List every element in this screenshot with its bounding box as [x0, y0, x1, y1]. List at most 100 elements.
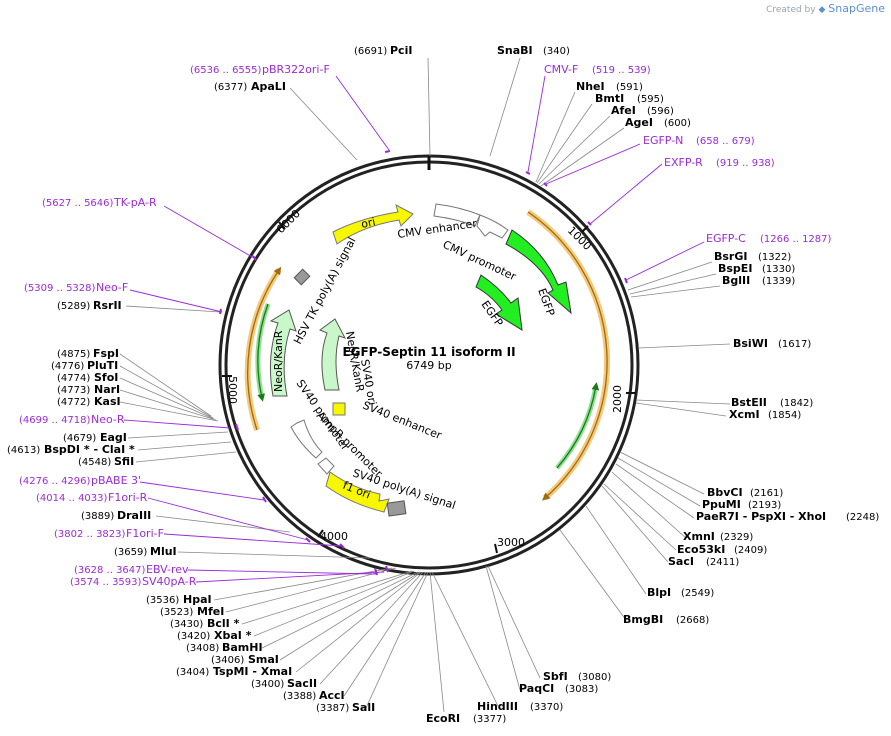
enzyme-mlui[interactable]: MluI [150, 545, 177, 558]
leader-mfei [225, 567, 397, 613]
leader-smai [279, 571, 421, 661]
orf-green-right-line [556, 382, 600, 469]
enzyme-pos-draiii: (3889) [81, 511, 114, 522]
enzyme-bcli[interactable]: BclI * [207, 617, 240, 630]
primer-neo-r[interactable]: Neo-R [91, 413, 125, 426]
enzyme-bmgbi[interactable]: BmgBI [623, 613, 663, 626]
enzyme-bsiwi[interactable]: BsiWI [733, 337, 768, 350]
enzyme-pos-bmgbi: (2668) [676, 615, 709, 626]
enzyme-paer7i-pspxi-xhoi[interactable]: PaeR7I - PspXI - XhoI [696, 510, 826, 523]
enzyme-paqci[interactable]: PaqCI [519, 682, 554, 695]
enzyme-apali[interactable]: ApaLI [251, 80, 286, 93]
enzyme-pos-hpai: (3536) [146, 595, 179, 606]
enzyme-xbai[interactable]: XbaI * [214, 629, 252, 642]
enzyme-eco53ki[interactable]: Eco53kI [677, 543, 725, 556]
enzyme-pos-ecori: (3377) [473, 714, 506, 725]
enzyme-draiii[interactable]: DraIII [117, 509, 151, 522]
primer-ebv-rev[interactable]: EBV-rev [146, 563, 189, 576]
enzyme-smai[interactable]: SmaI [248, 653, 279, 666]
enzyme-acci[interactable]: AccI [319, 689, 345, 702]
primer-neo-f[interactable]: Neo-F [96, 281, 128, 294]
tick-label-5000: 5000 [226, 376, 239, 404]
primer-pbr322ori-f[interactable]: pBR322ori-F [262, 63, 330, 76]
primer-f1ori-f[interactable]: F1ori-F [126, 527, 164, 540]
primer-sv40pa-r[interactable]: SV40pA-R [142, 575, 197, 588]
primer-pos-egfp-c: (1266 .. 1287) [760, 234, 832, 245]
enzyme-rsrii[interactable]: RsrII [93, 299, 122, 312]
enzyme-ecori[interactable]: EcoRI [426, 712, 460, 725]
leader-fspi [119, 353, 212, 417]
orf-green-right [555, 385, 599, 470]
enzyme-pos-mfei: (3523) [160, 607, 193, 618]
enzyme-nhei[interactable]: NheI [576, 80, 605, 93]
leader-xbai [253, 570, 415, 637]
enzyme-xcmi[interactable]: XcmI [729, 408, 760, 421]
enzyme-bspdi-clai[interactable]: BspDI * - ClaI * [44, 443, 135, 456]
enzymes-left: (5289) RsrII (4875) FspI (4776) PluTI (4… [7, 299, 506, 725]
enzyme-pos-sfoi: (4774) [57, 373, 90, 384]
enzyme-pos-acci: (3388) [283, 691, 316, 702]
primer-tk-pa-r[interactable]: TK-pA-R [113, 196, 157, 209]
egfp-feature-outer [505, 229, 572, 315]
primer-exfp-r[interactable]: EXFP-R [664, 156, 703, 169]
enzyme-blpi[interactable]: BlpI [647, 586, 671, 599]
leader-sv40pa-r [195, 571, 385, 583]
primer-marks [219, 150, 628, 576]
enzyme-pos-ppumi: (2193) [748, 500, 781, 511]
enzyme-pos-bsrgi: (1322) [758, 252, 791, 263]
primer-f1ori-r[interactable]: F1ori-R [108, 491, 148, 504]
enzyme-pos-eagi: (4679) [63, 433, 96, 444]
enzyme-bsrgi[interactable]: BsrGI [714, 250, 747, 263]
enzyme-nari[interactable]: NarI [94, 383, 120, 396]
egfp-feature-inner [475, 274, 523, 331]
enzyme-sacii[interactable]: SacII [287, 677, 317, 690]
primer-egfp-n[interactable]: EGFP-N [643, 134, 683, 147]
enzyme-pos-bspdi-clai: (4613) [7, 445, 40, 456]
primer-mark-egfp-n [543, 182, 548, 187]
enzyme-bspei[interactable]: BspEI [718, 262, 752, 275]
leader-eagi [127, 431, 229, 439]
enzyme-bbvci[interactable]: BbvCI [707, 486, 743, 499]
enzyme-bsteii[interactable]: BstEII [731, 396, 767, 409]
enzyme-kasi[interactable]: KasI [94, 395, 121, 408]
enzyme-pluti[interactable]: PluTI [87, 359, 118, 372]
enzyme-afei[interactable]: AfeI [611, 104, 636, 117]
primer-cmv-f[interactable]: CMV-F [544, 63, 578, 76]
enzyme-bamhi[interactable]: BamHI [222, 641, 263, 654]
tick-3000-mark [494, 543, 498, 554]
enzyme-fspi[interactable]: FspI [93, 347, 119, 360]
enzyme-agei[interactable]: AgeI [625, 116, 653, 129]
enzyme-eagi[interactable]: EagI [100, 431, 127, 444]
enzyme-pos-bglii: (1339) [762, 276, 795, 287]
tick-1000-mark [581, 225, 589, 233]
enzyme-pcii[interactable]: PciI [390, 44, 412, 57]
enzyme-sfii[interactable]: SfiI [114, 455, 134, 468]
enzyme-hindiii[interactable]: HindIII [477, 700, 518, 713]
leader-paqci [485, 565, 521, 691]
primer-egfp-c[interactable]: EGFP-C [706, 232, 746, 245]
leader-afei [538, 115, 611, 185]
leader-saci [601, 485, 669, 563]
enzyme-xmni[interactable]: XmnI [683, 530, 715, 543]
enzyme-sbfi[interactable]: SbfI [543, 670, 568, 683]
enzyme-bglii[interactable]: BglII [722, 274, 750, 287]
enzyme-hpai[interactable]: HpaI [183, 593, 212, 606]
hsv-tk-polya-feature [293, 268, 311, 286]
leader-nhei [535, 91, 576, 183]
primer-pos-pbr322ori-f: (6536 .. 6555) [190, 65, 262, 76]
enzyme-ppumi[interactable]: PpuMI [702, 498, 741, 511]
f1-ori-feature [325, 471, 390, 513]
enzyme-bmti[interactable]: BmtI [595, 92, 624, 105]
orf-arc-left-outline [247, 266, 282, 431]
enzyme-sali[interactable]: SalI [352, 701, 375, 714]
enzyme-saci[interactable]: SacI [668, 555, 694, 568]
enzyme-snabi[interactable]: SnaBI [497, 44, 533, 57]
leader-pluti [119, 365, 214, 419]
enzyme-mfei[interactable]: MfeI [197, 605, 224, 618]
leader-blpi [585, 505, 647, 595]
enzyme-tspmi-xmai[interactable]: TspMI - XmaI [213, 665, 292, 678]
enzyme-sfoi[interactable]: SfoI [94, 371, 118, 384]
primer-leader-lines [123, 75, 705, 583]
primer-pbabe-3[interactable]: pBABE 3' [91, 474, 141, 487]
leader-bsrgi [627, 261, 713, 291]
